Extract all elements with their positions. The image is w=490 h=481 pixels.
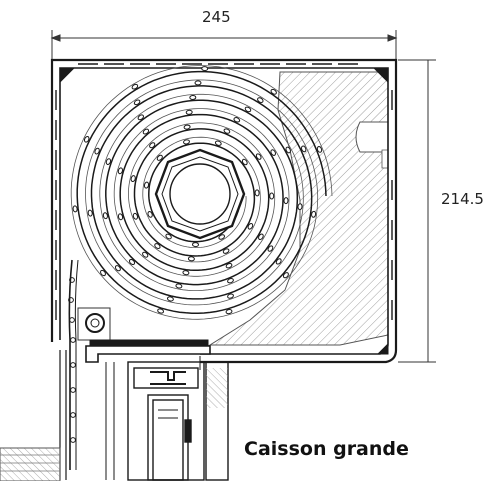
- slat-hinge: [117, 213, 124, 221]
- slat-hinge: [147, 211, 153, 218]
- slat-hinge: [222, 248, 230, 254]
- top-rail-dashes: [55, 63, 393, 320]
- slat-hinge: [94, 147, 100, 155]
- slat-hinge: [187, 256, 195, 262]
- slat-hinge: [316, 146, 323, 153]
- slat-hinge: [225, 309, 233, 315]
- window-sill: [0, 447, 61, 481]
- guide-roller: [77, 307, 111, 341]
- slat-hinge: [154, 243, 161, 250]
- slat-hinge: [87, 209, 93, 217]
- window-frame-profile: [59, 350, 229, 481]
- slat-hinge: [157, 308, 165, 314]
- slat-hinge: [133, 99, 141, 106]
- slat-hinge: [189, 94, 197, 101]
- slat-hinge: [218, 234, 225, 240]
- slat-hinge: [275, 258, 282, 265]
- slat-hinge: [241, 158, 248, 166]
- slat-hinge: [270, 149, 276, 156]
- slat-hinge: [201, 66, 209, 72]
- slat-hinge: [117, 167, 124, 175]
- box-frame: [50, 58, 398, 364]
- curtain-guide-left: [68, 259, 79, 470]
- slat-hinge: [131, 83, 139, 90]
- slat-hinge: [192, 242, 199, 248]
- width-dimension-label: 245: [202, 8, 231, 26]
- slat-hinge: [254, 189, 260, 197]
- slat-hinge: [183, 139, 190, 145]
- slat-hinge: [285, 146, 291, 154]
- slat-hinge: [165, 233, 172, 240]
- slat-hinge: [142, 128, 150, 135]
- slat-hinge: [143, 181, 150, 189]
- slat-hinge: [225, 263, 233, 269]
- slat-hinge: [83, 135, 90, 143]
- slat-hinge: [255, 153, 262, 160]
- slat-hinge: [233, 117, 241, 123]
- slat-hinge: [282, 272, 289, 279]
- slat-hinge: [227, 293, 234, 299]
- slat-hinge: [227, 278, 234, 284]
- slat-hinge: [182, 270, 190, 276]
- slat-hinge: [156, 154, 163, 161]
- shutter-coil: [70, 65, 333, 320]
- bottom-lintel: [85, 339, 211, 370]
- slat-hinge: [214, 140, 222, 146]
- slat-hinge: [137, 114, 144, 121]
- slat-hinge: [102, 212, 108, 220]
- slat-hinge: [297, 203, 303, 211]
- frame-hatch: [206, 368, 228, 408]
- slat-hinge: [183, 124, 191, 130]
- slat-hinge: [105, 158, 112, 165]
- slat-hinge: [149, 142, 156, 149]
- height-dimension-label: 214.5: [441, 190, 484, 208]
- slat-hinge: [270, 88, 277, 95]
- slat-hinge: [132, 212, 139, 220]
- slat-hinge: [244, 106, 252, 113]
- insulation-notch: [355, 121, 389, 153]
- slat-hinge: [185, 109, 193, 115]
- height-dimension-line: [398, 59, 436, 363]
- slat-hinge: [247, 223, 254, 230]
- slat-hinge: [114, 265, 121, 272]
- slat-hinge: [72, 205, 78, 213]
- width-dimension-line: [50, 30, 398, 60]
- slat-hinge: [194, 80, 202, 86]
- drawing-caption: Caisson grande: [244, 438, 409, 460]
- octagonal-axle: [154, 148, 246, 240]
- slat-hinge: [258, 233, 264, 241]
- slat-hinge: [257, 97, 264, 103]
- slat-hinge: [223, 128, 231, 134]
- slat-hinge: [301, 145, 307, 153]
- slat-hinge: [166, 296, 174, 302]
- slat-hinge: [283, 197, 289, 205]
- slat-hinge: [128, 258, 136, 266]
- slat-hinge: [269, 192, 275, 200]
- slat-hinge: [311, 210, 317, 218]
- slat-hinge: [175, 283, 183, 289]
- slat-hinge: [100, 269, 106, 277]
- slat-hinge: [142, 251, 149, 258]
- slat-hinge: [130, 175, 136, 183]
- slat-hinge: [267, 245, 274, 252]
